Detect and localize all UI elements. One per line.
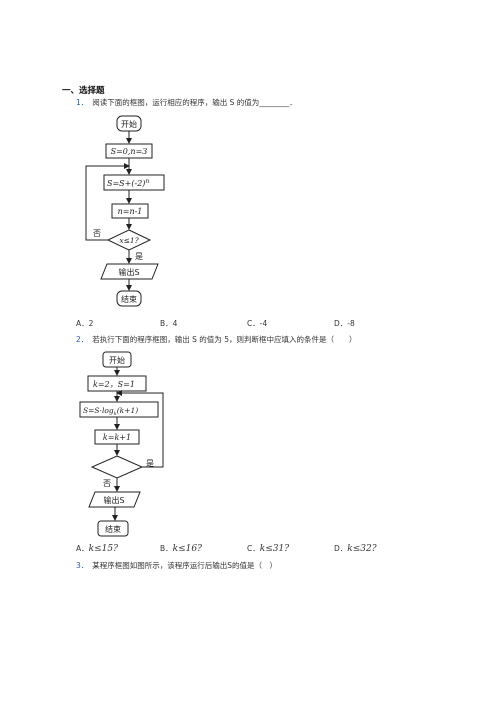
question-1-number: 1． xyxy=(76,98,89,107)
q2-option-d-letter: D． xyxy=(334,544,348,553)
flow1-update-n-label: n=n-1 xyxy=(118,207,143,216)
flow2-decision xyxy=(90,455,144,479)
flow2-end xyxy=(97,520,129,537)
flow1-yes-label: 是 xyxy=(135,252,143,261)
q1-option-b[interactable]: B．4 xyxy=(160,319,178,328)
q2-option-a-letter: A． xyxy=(76,544,89,553)
flow2-update-s xyxy=(79,401,159,418)
question-1-text: 阅读下面的框图，运行相应的程序，输出 S 的值为________． xyxy=(92,98,297,107)
q2-option-a[interactable]: A．k≤15? xyxy=(76,543,118,554)
flow1-end xyxy=(116,290,142,307)
section-title: 一、选择题 xyxy=(62,86,105,96)
flow2-output-label: 输出S xyxy=(103,495,124,505)
flow1-output-label: 输出S xyxy=(118,267,139,277)
flow1-update-s xyxy=(103,174,165,191)
flow1-init-label: S=0,n=3 xyxy=(111,147,148,156)
question-3-number: 3． xyxy=(76,561,89,570)
q2-option-c-expr: k≤31? xyxy=(259,544,290,554)
question-2-number: 2． xyxy=(76,335,89,344)
q2-option-b[interactable]: B．k≤16? xyxy=(160,543,202,554)
flow2-init-label: k=2，S=1 xyxy=(93,380,135,389)
flow2-update-s-label: S=S·logk(k+1) xyxy=(83,406,138,417)
flow1-start-label: 开始 xyxy=(121,119,137,129)
q2-option-a-expr: k≤15? xyxy=(88,544,118,554)
flow2-update-k-label: k=k+1 xyxy=(103,433,131,442)
q1-option-c[interactable]: C．-4 xyxy=(247,319,268,328)
flow2-yes-label: 是 xyxy=(146,459,154,468)
flow1-decision-label: x≤1? xyxy=(119,236,139,245)
flow1-no-label: 否 xyxy=(93,229,101,238)
q2-option-d[interactable]: D．k≤32? xyxy=(334,543,377,554)
flow2-end-label: 结束 xyxy=(105,524,121,534)
question-2: 2．若执行下面的程序框图，输出 S 的值为 5，则判断框中应填入的条件是（ ） xyxy=(76,334,356,345)
question-3-text: 某程序框图如图所示，该程序运行后输出S的值是（ ） xyxy=(92,561,278,570)
flow1-update-n xyxy=(111,203,149,219)
q2-option-c[interactable]: C．k≤31? xyxy=(247,543,289,554)
q2-option-b-expr: k≤16? xyxy=(172,544,202,554)
q1-option-a[interactable]: A．2 xyxy=(76,319,94,328)
flow2-start-label: 开始 xyxy=(109,355,125,365)
q2-option-d-expr: k≤32? xyxy=(347,544,377,554)
flow1-end-label: 结束 xyxy=(121,294,137,304)
flow2-no-label: 否 xyxy=(103,479,111,488)
question-1: 1．阅读下面的框图，运行相应的程序，输出 S 的值为________． xyxy=(76,97,297,108)
q2-option-c-letter: C． xyxy=(247,544,260,553)
flow2-output xyxy=(88,491,141,508)
question-2-text: 若执行下面的程序框图，输出 S 的值为 5，则判断框中应填入的条件是（ ） xyxy=(92,335,357,344)
q2-option-b-letter: B． xyxy=(160,544,173,553)
flow1-output xyxy=(100,263,159,280)
q1-option-d[interactable]: D．-8 xyxy=(334,319,355,328)
question-3: 3．某程序框图如图所示，该程序运行后输出S的值是（ ） xyxy=(76,560,277,571)
flow1-update-s-label: S=S+(-2)n xyxy=(107,178,149,188)
